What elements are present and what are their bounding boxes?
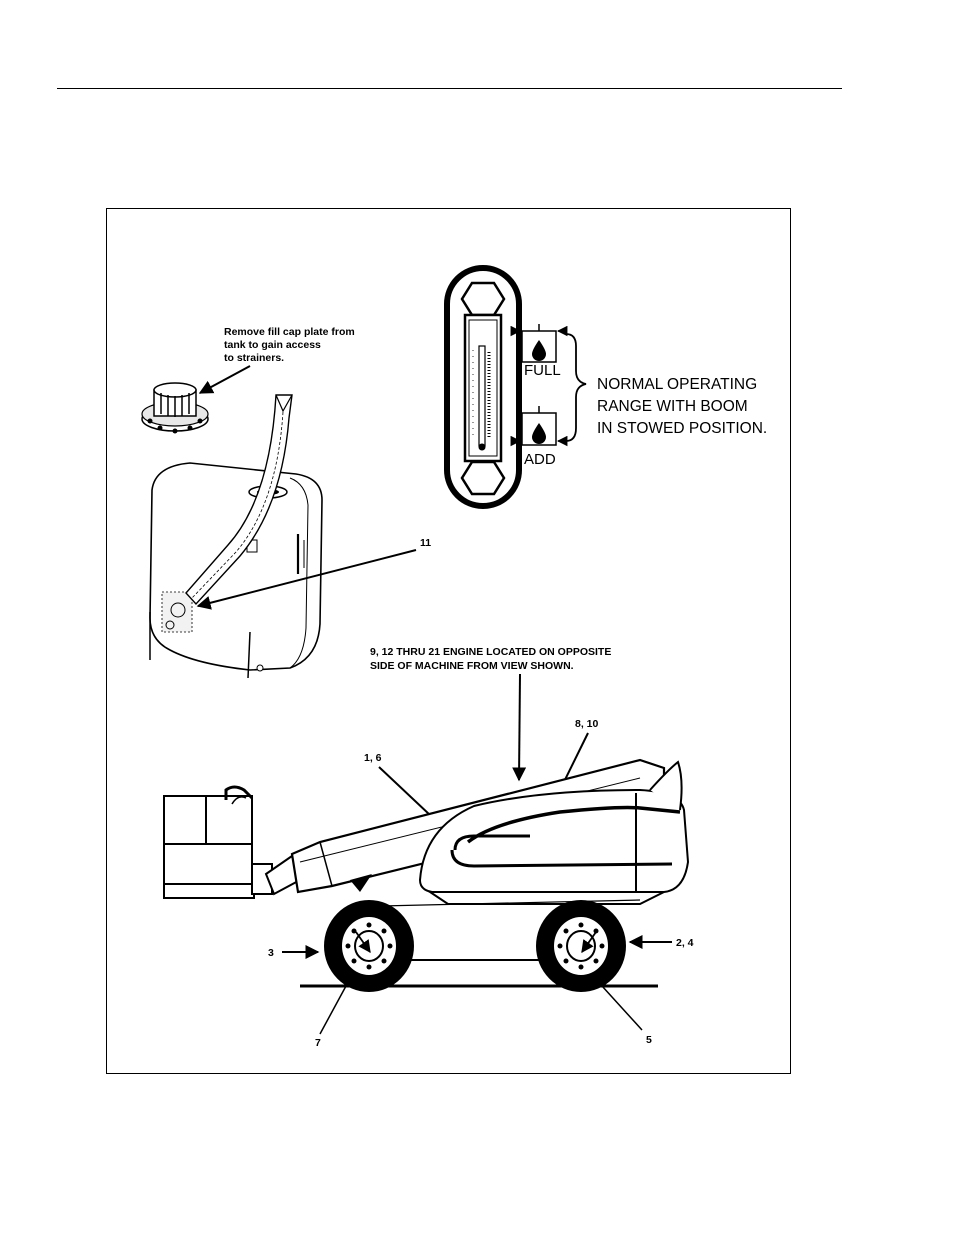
item-5-label: 5: [646, 1034, 652, 1046]
range-note-line-2: RANGE WITH BOOM: [597, 398, 748, 415]
item-7-label: 7: [315, 1037, 321, 1049]
fill-cap-note-line-3: to strainers.: [224, 352, 284, 364]
add-label: ADD: [524, 451, 556, 468]
item-2-4-label: 2, 4: [676, 937, 694, 949]
item-3-label: 3: [268, 947, 274, 959]
item-1-6-label: 1, 6: [364, 752, 382, 764]
fill-cap-note-line-1: Remove fill cap plate from: [224, 326, 355, 338]
front-wheel: [324, 900, 414, 992]
full-label: FULL: [524, 362, 561, 379]
engine-note-line-2: SIDE OF MACHINE FROM VIEW SHOWN.: [370, 660, 574, 672]
item-8-10-label: 8, 10: [575, 718, 599, 730]
rear-wheel: [536, 900, 626, 992]
fill-cap-note-line-2: tank to gain access: [224, 339, 321, 351]
engine-note-line-1: 9, 12 THRU 21 ENGINE LOCATED ON OPPOSITE: [370, 646, 611, 658]
sight-gauge: [447, 268, 519, 506]
item-11-label: 11: [420, 537, 431, 549]
range-brace: [566, 334, 586, 441]
hydraulic-tank-illustration: [150, 463, 322, 678]
fill-cap-illustration: [142, 383, 208, 434]
range-note-line-3: IN STOWED POSITION.: [597, 420, 767, 437]
range-note-line-1: NORMAL OPERATING: [597, 376, 757, 393]
